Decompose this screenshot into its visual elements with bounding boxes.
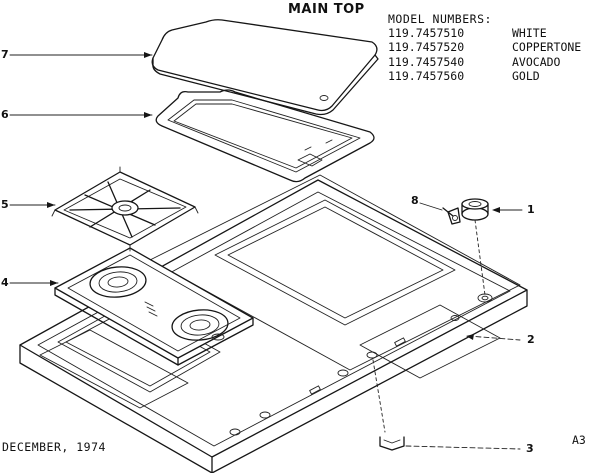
burner-plate-part	[55, 248, 253, 365]
model-number: 119.7457510	[388, 26, 465, 41]
callout-1: 1	[527, 203, 535, 216]
model-row: 119.7457540 AVOCADO	[388, 55, 581, 69]
callout-3: 3	[526, 442, 534, 455]
model-color: AVOCADO	[512, 54, 561, 69]
model-row: 119.7457520 COPPERTONE	[388, 40, 581, 54]
callout-leaders	[10, 52, 522, 340]
model-color: GOLD	[512, 68, 540, 83]
revision-date: DECEMBER, 1974	[2, 440, 106, 454]
callout-5: 5	[1, 198, 9, 211]
gasket-part	[156, 90, 374, 182]
model-number: 119.7457540	[388, 54, 465, 69]
cover-part	[152, 20, 378, 115]
leader-1-arrow	[492, 207, 500, 213]
model-row: 119.7457510 WHITE	[388, 26, 581, 40]
leader-2	[468, 336, 520, 340]
callout-7: 7	[1, 48, 9, 61]
screw-part	[443, 208, 460, 224]
leader-5-arrow	[47, 202, 55, 208]
model-color: COPPERTONE	[512, 40, 582, 55]
leader-8	[420, 203, 442, 210]
model-number: 119.7457560	[388, 68, 465, 83]
callout-4: 4	[1, 276, 9, 289]
model-color: WHITE	[512, 26, 547, 41]
burner-grate-part	[52, 167, 198, 251]
clip-part	[373, 360, 520, 450]
leader-2-arrow	[466, 334, 474, 340]
page-code: A3	[572, 433, 586, 447]
leader-6-arrow	[144, 112, 152, 118]
callout-6: 6	[1, 108, 9, 121]
model-numbers-header: MODEL NUMBERS:	[388, 12, 492, 26]
model-number: 119.7457520	[388, 40, 465, 55]
callout-2: 2	[527, 333, 535, 346]
model-row: 119.7457560 GOLD	[388, 69, 581, 83]
model-numbers-block: MODEL NUMBERS: 119.7457510 WHITE 119.745…	[388, 12, 581, 83]
callout-8: 8	[411, 194, 419, 207]
leader-7-arrow	[144, 52, 152, 58]
knob-part	[462, 199, 488, 295]
diagram-title: MAIN TOP	[288, 2, 365, 17]
leader-4-arrow	[50, 280, 58, 286]
